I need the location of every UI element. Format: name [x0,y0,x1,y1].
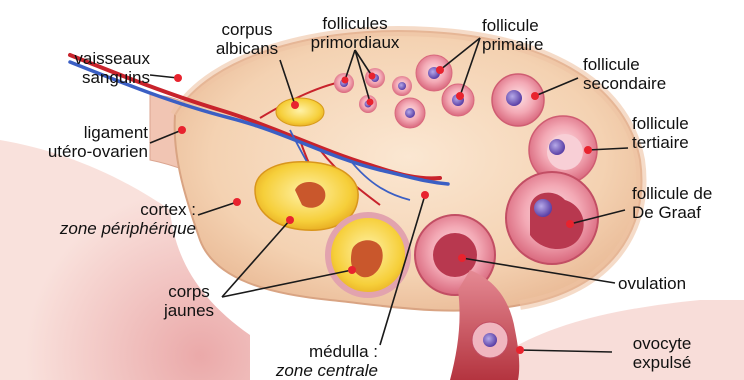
label-ligament-utero-ovarien: ligament utéro-ovarien [12,123,148,161]
label-medulla: médulla : zone centrale [228,342,378,380]
label-line: médulla : [228,342,378,361]
label-line: follicule de [632,184,712,203]
tertiary-oocyte [549,139,565,155]
label-vaisseaux-sanguins: vaisseaux sanguins [30,49,150,87]
label-line: secondaire [583,74,666,93]
label-line: albicans [192,39,302,58]
label-line: jaunes [156,301,222,320]
label-line: zone périphérique [6,219,196,238]
label-line: ligament [12,123,148,142]
label-line: corpus [192,20,302,39]
label-cortex: cortex : zone périphérique [6,200,196,238]
label-line: ovulation [618,274,686,293]
label-line: follicule [632,114,689,133]
label-line: De Graaf [632,203,712,222]
label-follicules-primordiaux: follicules primordiaux [300,14,410,52]
label-line: follicules [300,14,410,33]
label-line: ovocyte [616,334,708,353]
label-ovulation: ovulation [618,274,686,293]
graaf-oocyte [534,199,552,217]
label-line: follicule [482,16,543,35]
label-line: sanguins [30,68,150,87]
label-line: utéro-ovarien [12,142,148,161]
label-follicule-de-graaf: follicule de De Graaf [632,184,712,222]
label-follicule-secondaire: follicule secondaire [583,55,666,93]
label-line: vaisseaux [30,49,150,68]
label-corps-jaunes: corps jaunes [156,282,222,320]
expelled-oocyte [483,333,497,347]
label-line: cortex : [6,200,196,219]
corpus-albicans-shape [276,98,324,126]
label-line: corps [156,282,222,301]
label-follicule-primaire: follicule primaire [482,16,543,54]
label-line: expulsé [616,353,708,372]
label-follicule-tertiaire: follicule tertiaire [632,114,689,152]
label-ovocyte-expulse: ovocyte expulsé [616,334,708,372]
label-line: primaire [482,35,543,54]
label-line: tertiaire [632,133,689,152]
label-line: primordiaux [300,33,410,52]
secondary-oocyte [506,90,522,106]
label-line: zone centrale [228,361,378,380]
label-corpus-albicans: corpus albicans [192,20,302,58]
label-line: follicule [583,55,666,74]
